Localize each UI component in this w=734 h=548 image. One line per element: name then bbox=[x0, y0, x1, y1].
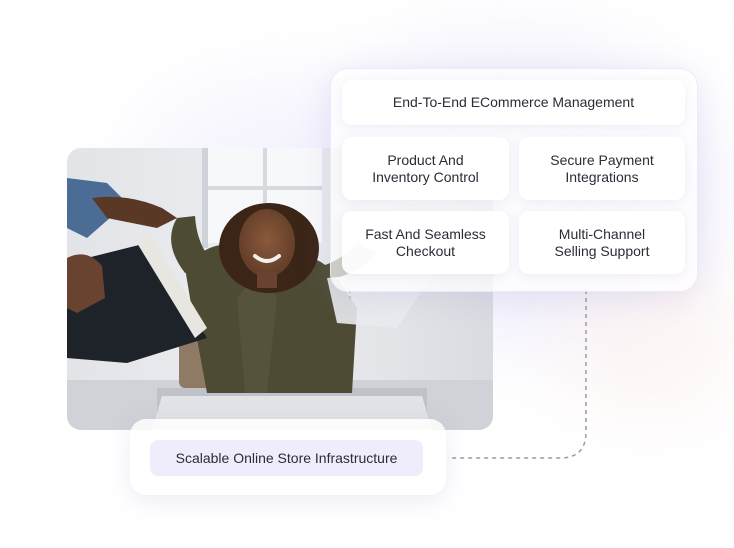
feature-card-line: Secure Payment bbox=[550, 151, 654, 168]
feature-card-line: Inventory Control bbox=[372, 168, 479, 185]
feature-card-line: Integrations bbox=[565, 168, 639, 185]
feature-card-line: Product And bbox=[387, 151, 464, 168]
feature-card-line: Multi-Channel bbox=[558, 225, 646, 242]
feature-header-title: End-To-End ECommerce Management bbox=[392, 94, 635, 110]
feature-card-line: Selling Support bbox=[554, 242, 650, 259]
feature-card-payment: Secure Payment Integrations bbox=[519, 137, 685, 200]
feature-card-line: Checkout bbox=[395, 242, 456, 259]
feature-card-line: Fast And Seamless bbox=[365, 225, 486, 242]
infrastructure-label: Scalable Online Store Infrastructure bbox=[150, 440, 423, 476]
feature-card-checkout: Fast And Seamless Checkout bbox=[342, 211, 509, 274]
feature-header-card: End-To-End ECommerce Management bbox=[342, 80, 685, 125]
feature-card-multichannel: Multi-Channel Selling Support bbox=[519, 211, 685, 274]
infrastructure-label-text: Scalable Online Store Infrastructure bbox=[175, 450, 398, 466]
feature-card-inventory: Product And Inventory Control bbox=[342, 137, 509, 200]
